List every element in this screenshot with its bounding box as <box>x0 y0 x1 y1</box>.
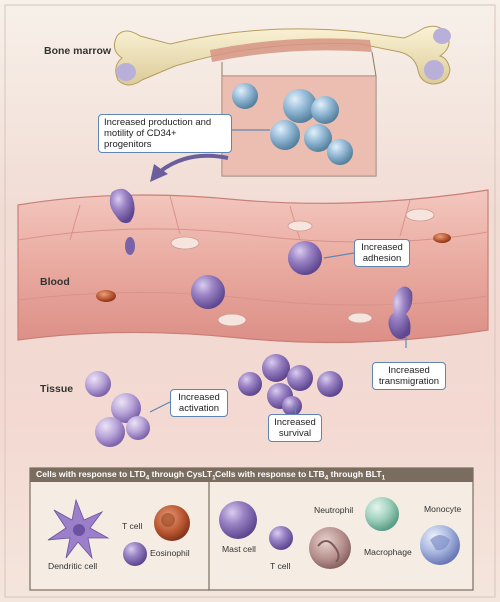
progenitor-cell <box>232 83 258 109</box>
red-blood-cell <box>96 290 116 302</box>
label-t-cell-left: T cell <box>122 521 143 531</box>
arrow-icon <box>150 153 229 182</box>
tissue-cells <box>85 354 343 447</box>
callout-production: Increased production and motility of CD3… <box>98 114 232 153</box>
neutrophil-icon <box>309 527 351 569</box>
callout-transmigration: Increased transmigration <box>372 362 446 390</box>
legend-title-ltd4: Cells with response to LTD4 through CysL… <box>36 469 216 482</box>
label-mast-cell: Mast cell <box>222 544 256 554</box>
blood-cell <box>191 275 225 309</box>
progenitor-cell <box>327 139 353 165</box>
mast-cell-icon <box>219 501 257 539</box>
blood-vessel <box>17 189 489 344</box>
callout-survival: Increased survival <box>268 414 322 442</box>
progenitor-cell <box>304 124 332 152</box>
adhering-cell <box>288 241 322 275</box>
callout-pointers <box>149 129 407 415</box>
transmigrating-cell <box>388 286 413 339</box>
t-cell-icon <box>123 542 147 566</box>
migrating-cell <box>109 188 135 224</box>
macrophage-icon <box>365 497 399 531</box>
label-t-cell-right: T cell <box>270 561 291 571</box>
panel-border <box>4 4 496 598</box>
marrow-inset <box>221 51 377 177</box>
progenitor-cell <box>311 96 339 124</box>
label-eosinophil: Eosinophil <box>150 548 190 558</box>
label-dendritic-cell: Dendritic cell <box>48 561 98 571</box>
dendritic-cell-icon <box>47 498 110 560</box>
t-cell-icon <box>269 526 293 550</box>
bone-icon <box>113 25 451 86</box>
legend-title-ltb4: Cells with response to LTB4 through BLT1 <box>215 469 386 482</box>
region-label-blood: Blood <box>40 276 70 288</box>
red-blood-cell <box>433 233 451 243</box>
label-neutrophil: Neutrophil <box>314 505 354 515</box>
progenitor-cell <box>270 120 300 150</box>
region-label-tissue: Tissue <box>40 383 74 395</box>
label-monocyte: Monocyte <box>424 504 462 514</box>
region-label-bone-marrow: Bone marrow <box>44 45 112 57</box>
migrating-cell-tail <box>125 237 135 255</box>
label-macrophage: Macrophage <box>364 547 412 557</box>
callout-adhesion: Increased adhesion <box>354 239 410 267</box>
callout-activation: Increased activation <box>170 389 228 417</box>
progenitor-cell <box>283 89 317 123</box>
